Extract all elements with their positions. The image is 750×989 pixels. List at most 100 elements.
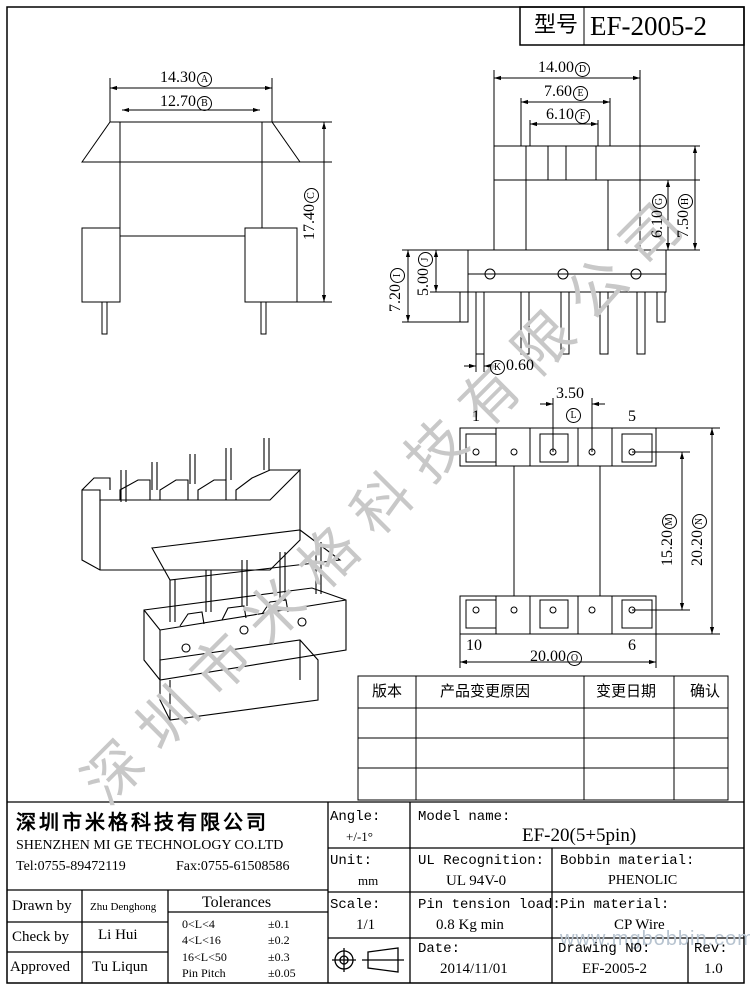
tol-range-1: 4<L<16: [182, 933, 221, 947]
type-label: 型号: [534, 13, 579, 38]
check-by-label: Check by: [12, 929, 70, 945]
rev-header-reason: 产品变更原因: [440, 682, 531, 700]
rev-header-date: 变更日期: [596, 682, 657, 700]
drawn-by-value: Zhu Denghong: [90, 901, 157, 913]
dim-o-value: 20.00: [530, 648, 566, 665]
drawing-no-value: EF-2005-2: [582, 961, 647, 977]
tol-value-3: ±0.05: [268, 966, 296, 980]
dim-o-letter: O: [567, 651, 582, 666]
unit-label: Unit:: [330, 853, 373, 869]
company-tel: Tel:0755-89472119: [16, 859, 126, 874]
dim-d-value: 14.00: [538, 59, 574, 76]
ul-label: UL Recognition:: [418, 853, 545, 869]
dim-k-letter: K: [490, 360, 505, 375]
angle-value: +/-1°: [346, 829, 373, 844]
tol-range-0: 0<L<4: [182, 917, 215, 931]
scale-label: Scale:: [330, 897, 381, 913]
ul-value: UL 94V-0: [446, 873, 507, 889]
dim-h-value: 7.50: [675, 210, 692, 238]
dim-n: 20.20N: [689, 514, 707, 566]
type-value: EF-2005-2: [590, 11, 707, 41]
dim-c-value: 17.40: [301, 204, 318, 240]
dim-h-letter: H: [678, 194, 693, 209]
check-by-value: Li Hui: [98, 927, 138, 943]
rev-header-version: 版本: [372, 682, 403, 700]
dim-h: 7.50H: [675, 194, 693, 238]
type-box: [519, 6, 745, 46]
tension-value: 0.8 Kg min: [436, 917, 504, 933]
dim-l-letter: L: [566, 408, 581, 423]
angle-label: Angle:: [330, 809, 381, 825]
tol-range-2: 16<L<50: [182, 950, 227, 964]
dim-f-letter: F: [575, 109, 590, 124]
dim-e-value: 7.60: [544, 83, 572, 100]
rev-value: 1.0: [704, 961, 723, 977]
pin-label-1: 1: [472, 408, 480, 425]
pin-material-value: CP Wire: [614, 917, 665, 933]
rev-label: Rev:: [694, 941, 728, 957]
bobbin-value: PHENOLIC: [608, 873, 678, 888]
company-name-en: SHENZHEN MI GE TECHNOLOGY CO.LTD: [16, 838, 284, 853]
side-view: [402, 70, 700, 372]
company-name-cn: 深圳市米格科技有限公司: [16, 810, 269, 834]
tol-value-2: ±0.3: [268, 950, 290, 964]
company-fax: Fax:0755-61508586: [176, 859, 290, 874]
dim-l-value: 3.50: [556, 385, 584, 402]
dim-n-value: 20.20: [689, 530, 706, 566]
dim-j: 5.00J: [415, 252, 433, 296]
pin-label-6: 6: [628, 637, 636, 654]
title-block-grid: [7, 801, 744, 983]
dim-e-letter: E: [573, 86, 588, 101]
sheet-border: [6, 6, 745, 984]
approved-label: Approved: [10, 959, 70, 975]
isometric-view: [81, 438, 347, 721]
dim-f-value: 6.10: [546, 106, 574, 123]
bobbin-label: Bobbin material:: [560, 853, 695, 869]
dim-b-letter: B: [197, 96, 212, 111]
dim-i-value: 7.20: [387, 284, 404, 312]
dim-g: 6.10G: [649, 194, 667, 238]
dim-i-letter: I: [390, 268, 405, 283]
rev-header-confirm: 确认: [690, 682, 721, 700]
dim-m-value: 15.20: [659, 530, 676, 566]
bottom-view: [459, 398, 720, 668]
approved-value: Tu Liqun: [92, 959, 148, 975]
dim-g-value: 6.10: [649, 210, 666, 238]
date-label: Date:: [418, 941, 461, 957]
dim-a-value: 14.30: [160, 69, 196, 86]
unit-value: mm: [358, 873, 379, 888]
drawn-by-label: Drawn by: [12, 898, 72, 914]
tol-value-0: ±0.1: [268, 917, 290, 931]
dim-i: 7.20I: [387, 268, 405, 312]
watermark-url: www.mgbobbin.com: [560, 928, 750, 950]
dim-c: 17.40C: [301, 188, 319, 240]
pin-material-label: Pin material:: [560, 897, 670, 913]
tol-range-3: Pin Pitch: [182, 966, 226, 980]
dim-m: 15.20M: [659, 514, 677, 566]
dim-k-value: 0.60: [506, 357, 534, 374]
dim-j-value: 5.00: [415, 268, 432, 296]
dim-a-letter: A: [197, 72, 212, 87]
pin-label-10: 10: [466, 637, 482, 654]
dim-d-letter: D: [575, 62, 590, 77]
dim-m-letter: M: [662, 514, 677, 529]
drawing-no-label: Drawing NO:: [558, 941, 651, 957]
dim-g-letter: G: [652, 194, 667, 209]
dim-j-letter: J: [418, 252, 433, 267]
dim-c-letter: C: [304, 188, 319, 203]
revision-table-grid: [357, 675, 729, 801]
tol-value-1: ±0.2: [268, 933, 290, 947]
model-label: Model name:: [418, 809, 511, 825]
tension-label: Pin tension load:: [418, 897, 561, 913]
model-value: EF-20(5+5pin): [522, 825, 637, 846]
dim-b-value: 12.70: [160, 93, 196, 110]
